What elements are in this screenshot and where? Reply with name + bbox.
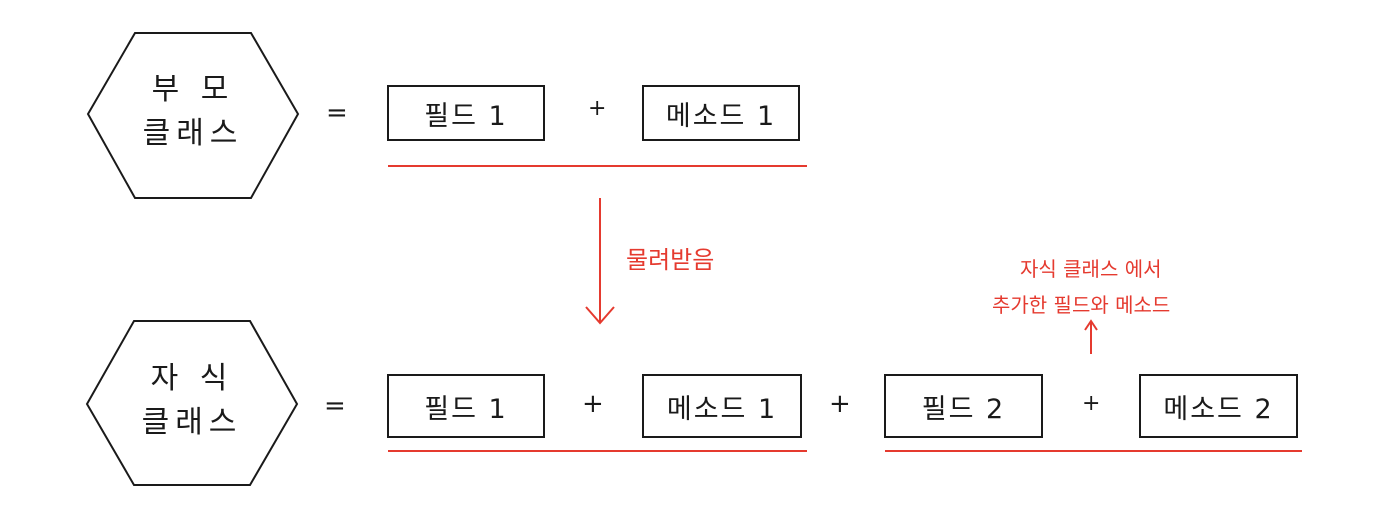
child-field2-box bbox=[884, 374, 1043, 438]
child-plus3: + bbox=[1082, 391, 1101, 416]
child-plus2: + bbox=[829, 389, 851, 419]
parent-label-line2: 클래스 bbox=[142, 116, 244, 151]
parent-method-box bbox=[642, 85, 800, 141]
child-label-line2: 클래스 bbox=[141, 405, 243, 440]
child-class-label: 자 식 클래스 bbox=[134, 357, 250, 445]
child-hexagon bbox=[85, 320, 299, 486]
parent-plus: + bbox=[588, 96, 607, 121]
parent-field-box bbox=[387, 85, 545, 141]
parent-class-label: 부 모 클래스 bbox=[135, 68, 251, 156]
child-method2-label: 메소드 2 bbox=[1163, 393, 1274, 425]
parent-label-line1: 부 모 bbox=[151, 72, 235, 107]
parent-method-label: 메소드 1 bbox=[665, 100, 777, 132]
inherit-arrow-head bbox=[585, 306, 615, 325]
annotation-line2: 추가한 필드와 메소드 bbox=[992, 293, 1171, 317]
inherit-label: 물려받음 bbox=[626, 246, 715, 274]
parent-equals: = bbox=[326, 98, 348, 128]
child-method1-label: 메소드 1 bbox=[666, 393, 778, 425]
child-field2-label: 필드 2 bbox=[921, 393, 1006, 425]
child-method2-box bbox=[1139, 374, 1298, 438]
child-plus1: + bbox=[582, 389, 604, 419]
parent-hexagon bbox=[86, 32, 300, 199]
child-method1-box bbox=[642, 374, 802, 438]
parent-field-label: 필드 1 bbox=[424, 100, 508, 132]
annotation-line1: 자식 클래스 에서 bbox=[1020, 257, 1162, 281]
child-field1-box bbox=[387, 374, 545, 438]
child-label-line1: 자 식 bbox=[150, 361, 234, 396]
child-field1-label: 필드 1 bbox=[424, 393, 508, 425]
annotation-arrow-head bbox=[1084, 319, 1098, 331]
child-equals: = bbox=[324, 391, 346, 421]
